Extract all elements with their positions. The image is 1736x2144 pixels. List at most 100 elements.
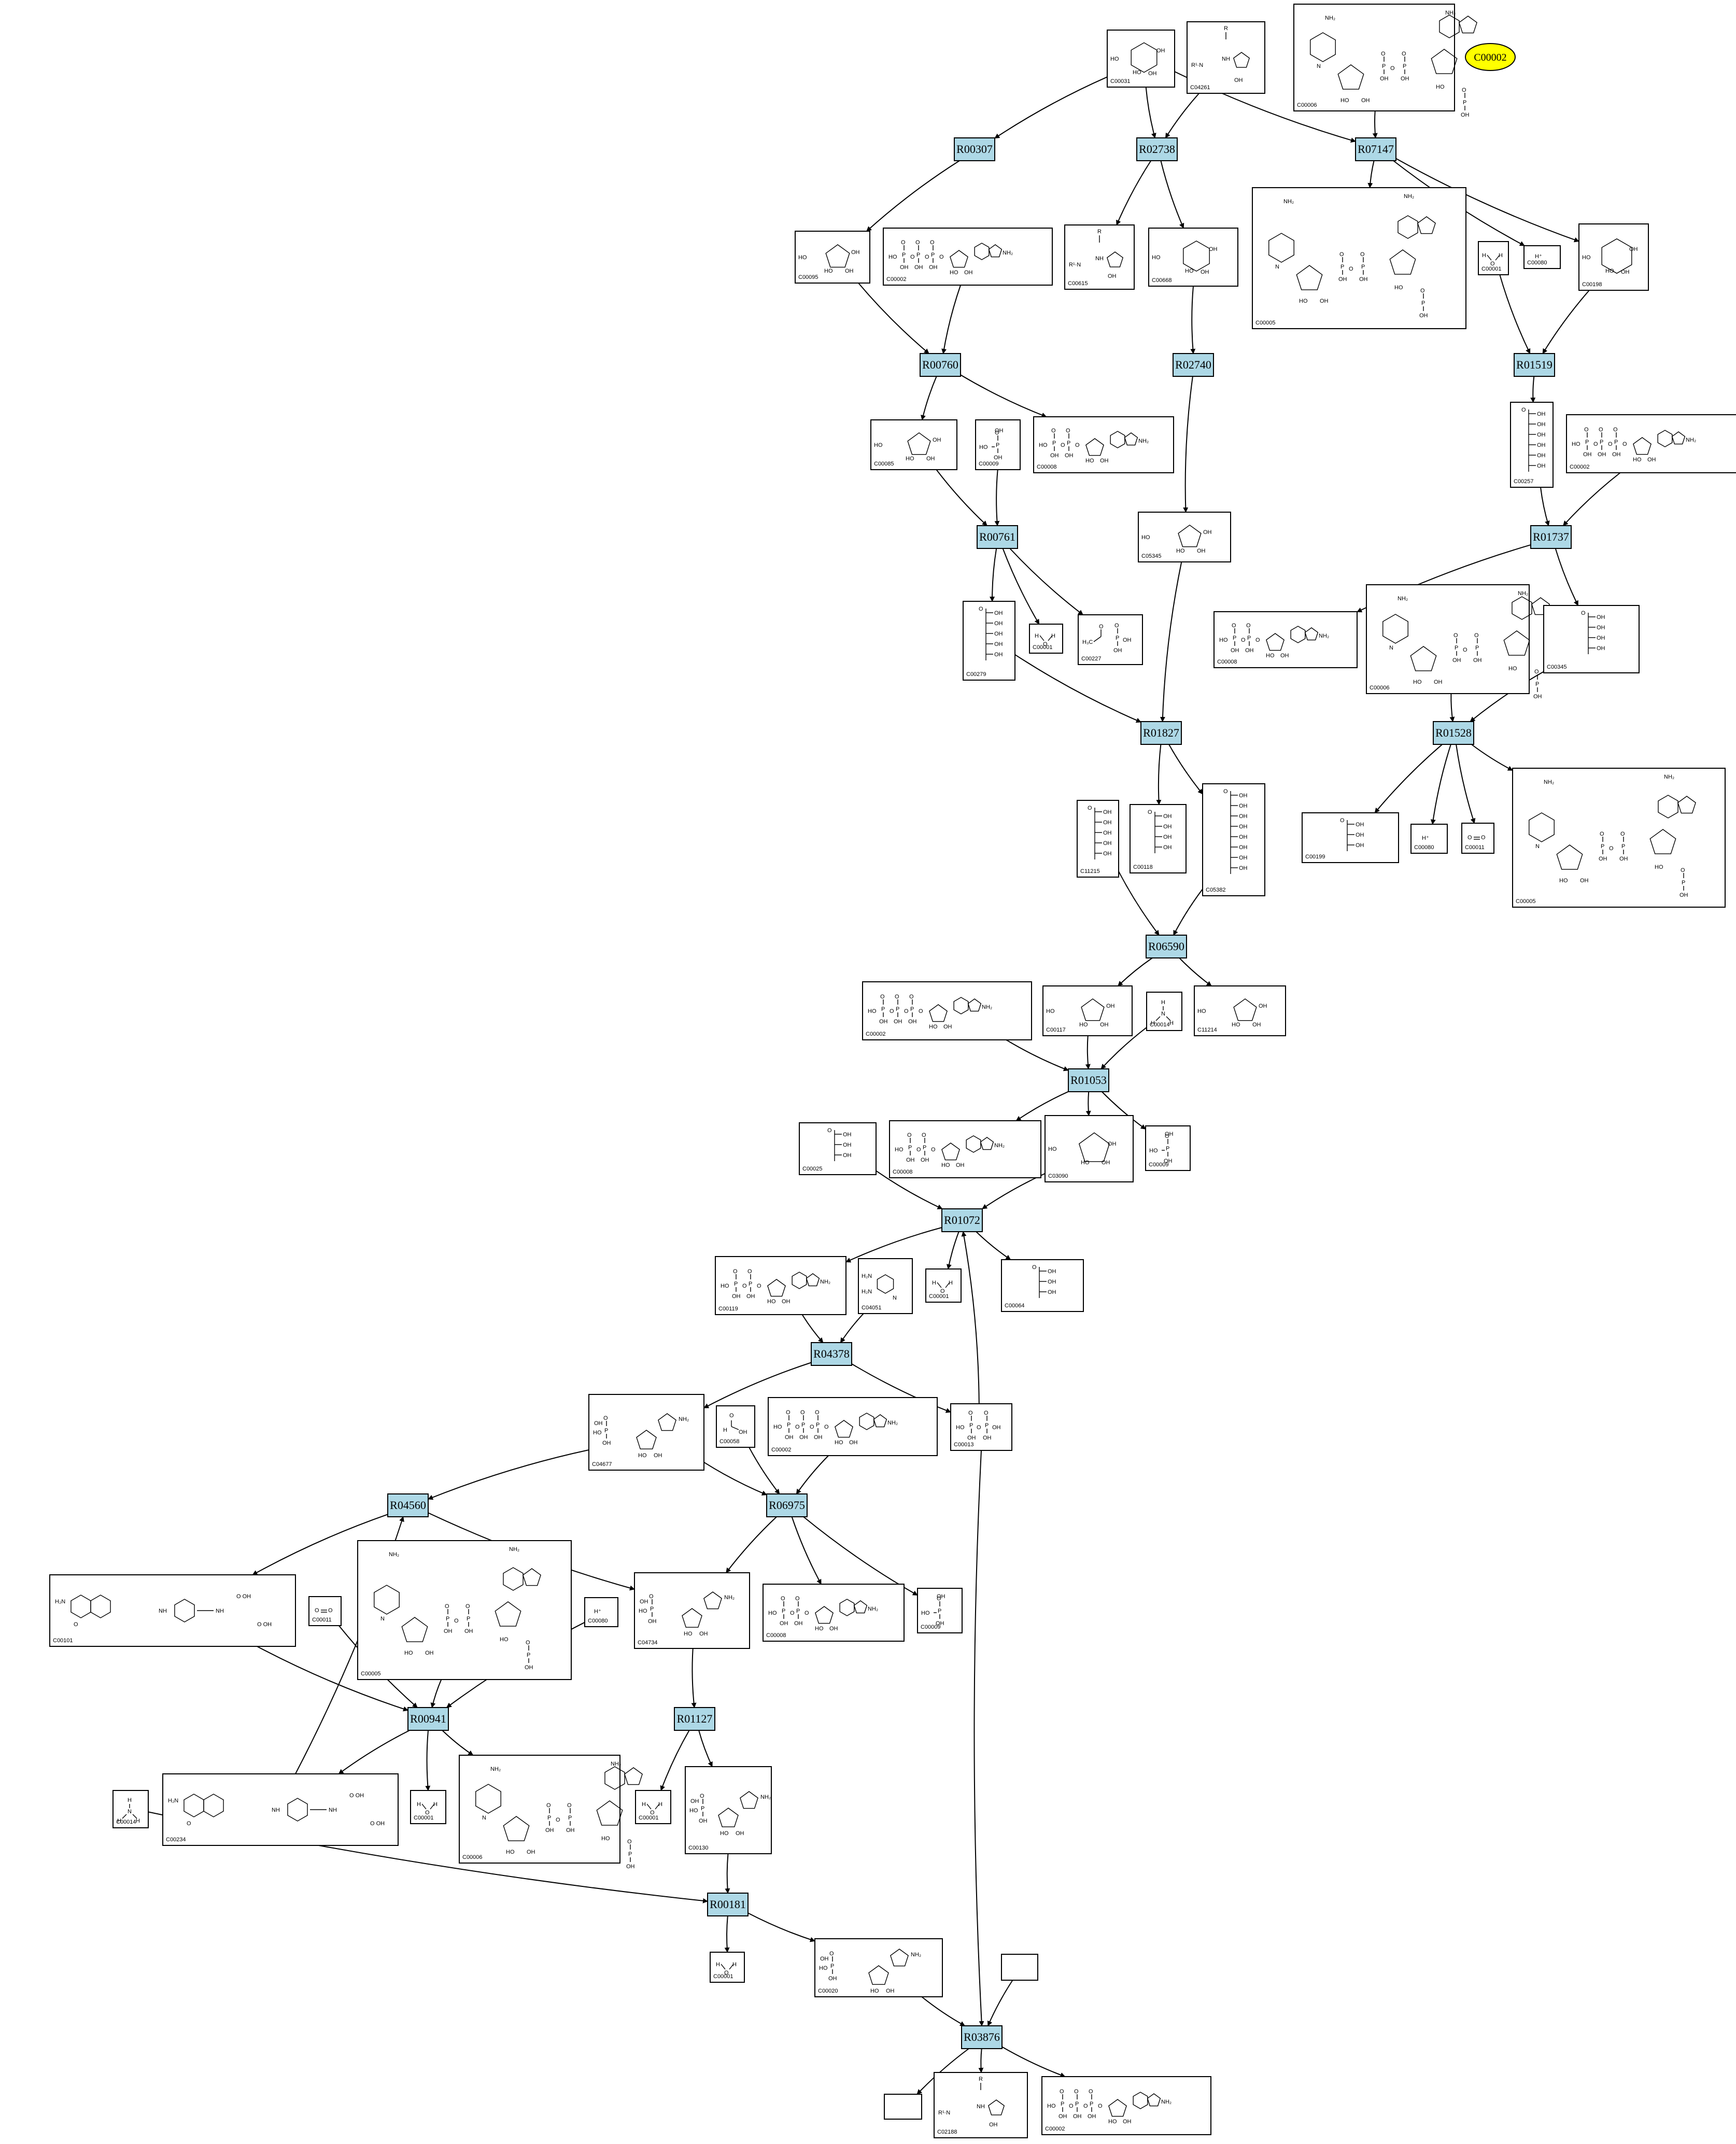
reaction-node[interactable]: R00941 — [407, 1707, 449, 1731]
compound-node[interactable]: H⁺C00080 — [584, 1597, 618, 1627]
compound-box[interactable] — [1410, 824, 1448, 854]
reaction-box[interactable] — [920, 353, 961, 377]
reaction-box[interactable] — [407, 1707, 449, 1731]
highlight-node[interactable]: C00002 — [1465, 43, 1516, 71]
compound-box[interactable] — [1130, 804, 1187, 873]
compound-box[interactable] — [799, 1122, 877, 1175]
reaction-box[interactable] — [1140, 721, 1182, 745]
reaction-box[interactable] — [1173, 353, 1214, 377]
compound-box[interactable] — [1252, 187, 1466, 329]
compound-box[interactable] — [917, 1588, 963, 1633]
compound-box[interactable] — [1138, 512, 1231, 562]
reaction-box[interactable] — [1514, 353, 1555, 377]
reaction-box[interactable] — [1146, 935, 1187, 958]
compound-box[interactable] — [584, 1597, 618, 1627]
compound-box[interactable] — [162, 1773, 399, 1846]
compound-box[interactable] — [1213, 611, 1358, 668]
reaction-box[interactable] — [977, 525, 1018, 549]
reaction-node[interactable]: R01127 — [674, 1707, 715, 1731]
compound-box[interactable] — [925, 1268, 962, 1303]
compound-node[interactable] — [884, 2094, 922, 2120]
reaction-box[interactable] — [1530, 525, 1572, 549]
compound-box[interactable] — [588, 1394, 704, 1471]
compound-box[interactable] — [858, 1258, 913, 1314]
compound-box[interactable] — [889, 1120, 1041, 1178]
reaction-node[interactable]: R01053 — [1068, 1068, 1109, 1092]
compound-box[interactable] — [1194, 985, 1286, 1036]
compound-box[interactable] — [1461, 823, 1494, 854]
compound-box[interactable] — [1512, 768, 1726, 908]
reaction-box[interactable] — [387, 1493, 429, 1517]
reaction-node[interactable]: R00761 — [977, 525, 1018, 549]
reaction-node[interactable]: R00181 — [707, 1893, 749, 1916]
compound-box[interactable] — [634, 1572, 750, 1649]
compound-node[interactable]: H⁺C00080 — [1410, 824, 1448, 854]
reaction-node[interactable]: R01072 — [941, 1208, 983, 1232]
compound-box[interactable] — [814, 1938, 943, 1997]
compound-box[interactable] — [870, 419, 957, 470]
reaction-box[interactable] — [1355, 137, 1396, 161]
reaction-box[interactable] — [1136, 137, 1178, 161]
compound-box[interactable] — [1293, 4, 1455, 111]
compound-box[interactable] — [1001, 1259, 1084, 1312]
compound-box[interactable] — [1001, 1954, 1038, 1981]
compound-box[interactable] — [763, 1584, 905, 1642]
compound-box[interactable] — [975, 419, 1021, 470]
compound-box[interactable] — [357, 1540, 572, 1680]
compound-box[interactable] — [49, 1574, 296, 1647]
reaction-box[interactable] — [1068, 1068, 1109, 1092]
compound-box[interactable] — [635, 1790, 671, 1824]
reaction-box[interactable] — [674, 1707, 715, 1731]
reaction-node[interactable]: R01519 — [1514, 353, 1555, 377]
reaction-node[interactable]: R00760 — [920, 353, 961, 377]
compound-box[interactable] — [1107, 30, 1175, 88]
compound-node[interactable]: H⁺C00080 — [1523, 245, 1561, 269]
reaction-node[interactable]: R01737 — [1530, 525, 1572, 549]
compound-box[interactable] — [1042, 985, 1133, 1036]
compound-box[interactable] — [1302, 812, 1399, 863]
reaction-box[interactable] — [766, 1493, 808, 1517]
compound-box[interactable] — [1202, 783, 1265, 896]
reaction-node[interactable]: R04560 — [387, 1493, 429, 1517]
compound-box[interactable] — [459, 1755, 620, 1864]
compound-box[interactable] — [710, 1952, 745, 1983]
